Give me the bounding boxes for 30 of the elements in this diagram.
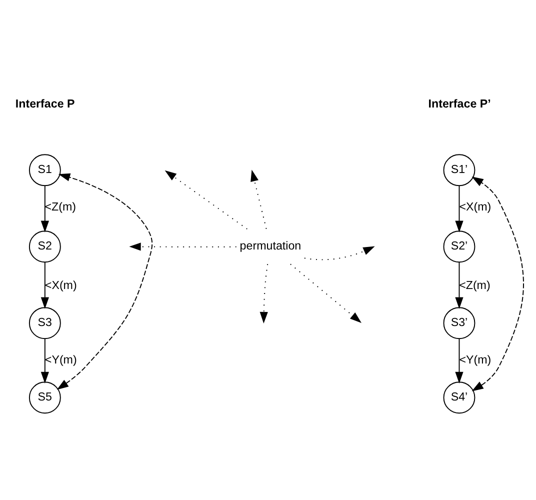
arrow xyxy=(40,338,49,383)
arrow xyxy=(472,176,524,391)
label: Interface P xyxy=(15,96,75,110)
arrow xyxy=(260,263,268,324)
node-circle: S3 xyxy=(28,306,61,339)
arrow xyxy=(304,246,375,260)
node-circle: S5 xyxy=(28,381,61,414)
edge-label: <Z(m) xyxy=(459,278,490,292)
node-circle: S1’ xyxy=(443,154,476,186)
arrow xyxy=(164,170,248,229)
arrow xyxy=(250,169,267,229)
node-circle: S2’ xyxy=(443,230,476,262)
arrow xyxy=(56,172,153,390)
edge-label: <Y(m) xyxy=(44,352,77,366)
arrow xyxy=(40,184,49,232)
arrow xyxy=(129,242,237,250)
node-circle: S3’ xyxy=(443,306,476,339)
label: Interface P’ xyxy=(428,96,491,110)
node-text: permutation xyxy=(240,239,302,252)
edge-label: <Y(m) xyxy=(459,352,492,366)
arrow xyxy=(290,263,362,322)
node-circle: S1 xyxy=(28,154,61,186)
arrow xyxy=(455,261,464,308)
arrow xyxy=(455,338,464,383)
edge-label: <X(m) xyxy=(459,200,492,213)
arrow xyxy=(455,184,464,232)
node-circle: S4’ xyxy=(443,381,476,414)
arrow xyxy=(40,261,49,308)
node-circle: S2 xyxy=(28,230,61,262)
edge-label: <X(m) xyxy=(44,278,77,292)
